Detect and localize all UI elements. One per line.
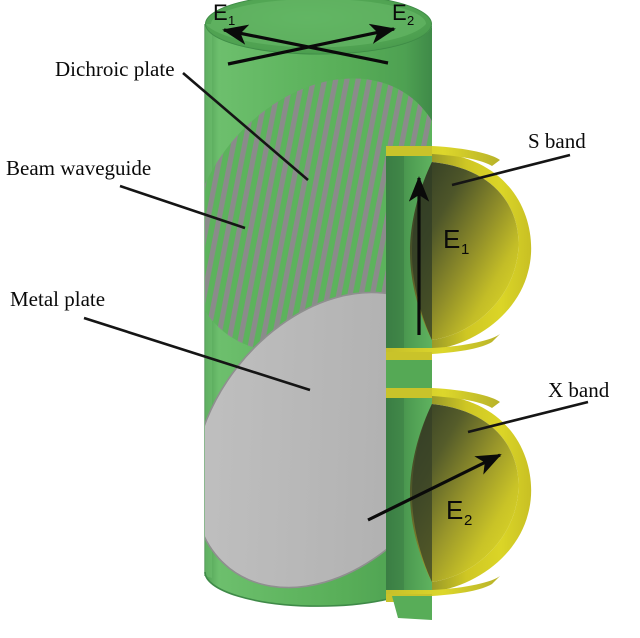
s-band-interior-shadow [386, 150, 404, 352]
x-band-lower-tab [392, 596, 432, 620]
between-horns-wall [386, 352, 432, 392]
label-metal-plate: Metal plate [10, 287, 105, 311]
s-band-throat-shadow [412, 162, 432, 340]
field-text-labels: E 1 E 2 E 1 E 2 [213, 0, 472, 529]
label-e2-top: E [392, 0, 407, 25]
s-band-bottom-lip-edge [386, 352, 432, 360]
label-e1-sband-subscript: 1 [461, 241, 469, 258]
leader-metal-plate [83, 316, 311, 392]
label-e2-top-subscript: 2 [407, 13, 414, 28]
s-band-inner-surface [410, 162, 519, 340]
label-e2-xband: E [446, 495, 463, 525]
waveguide-top-rim [205, 0, 432, 55]
label-e1-top: E [213, 0, 228, 25]
leader-lines [83, 72, 589, 434]
label-e2-xband-subscript: 2 [464, 512, 472, 529]
top-field-arrows [222, 23, 396, 66]
x-band-top-lip-edge [386, 388, 432, 398]
label-e1-top-subscript: 1 [228, 13, 235, 28]
x-band-bottom-lip [386, 576, 500, 596]
text-labels: Dichroic plate Beam waveguide Metal plat… [6, 57, 610, 402]
s-band-bottom-lip [386, 334, 500, 354]
label-e1-sband: E [443, 224, 460, 254]
leader-beam-waveguide [119, 184, 246, 230]
bottom-cut-mask [205, 572, 432, 638]
label-dichroic-plate: Dichroic plate [55, 57, 175, 81]
e2-diagonal-arrow [367, 453, 502, 522]
dichroic-plate-group [205, 78, 432, 352]
s-band-outer-shell [432, 152, 532, 350]
label-x-band: X band [548, 378, 610, 402]
leader-s-band [451, 153, 571, 187]
leader-x-band [467, 400, 589, 434]
s-band-horn [386, 146, 532, 360]
dichroic-plate-surface [205, 78, 432, 352]
x-band-interior-shadow [386, 392, 404, 594]
label-beam-waveguide: Beam waveguide [6, 156, 151, 180]
label-s-band: S band [528, 129, 586, 153]
leader-dichroic-plate [182, 72, 309, 181]
x-band-inner-surface [410, 404, 519, 582]
x-band-outer-shell [432, 394, 532, 592]
s-band-top-lip-edge [386, 146, 432, 156]
e2-field-arrow-group [367, 453, 502, 522]
e2-top-arrow [227, 23, 396, 66]
